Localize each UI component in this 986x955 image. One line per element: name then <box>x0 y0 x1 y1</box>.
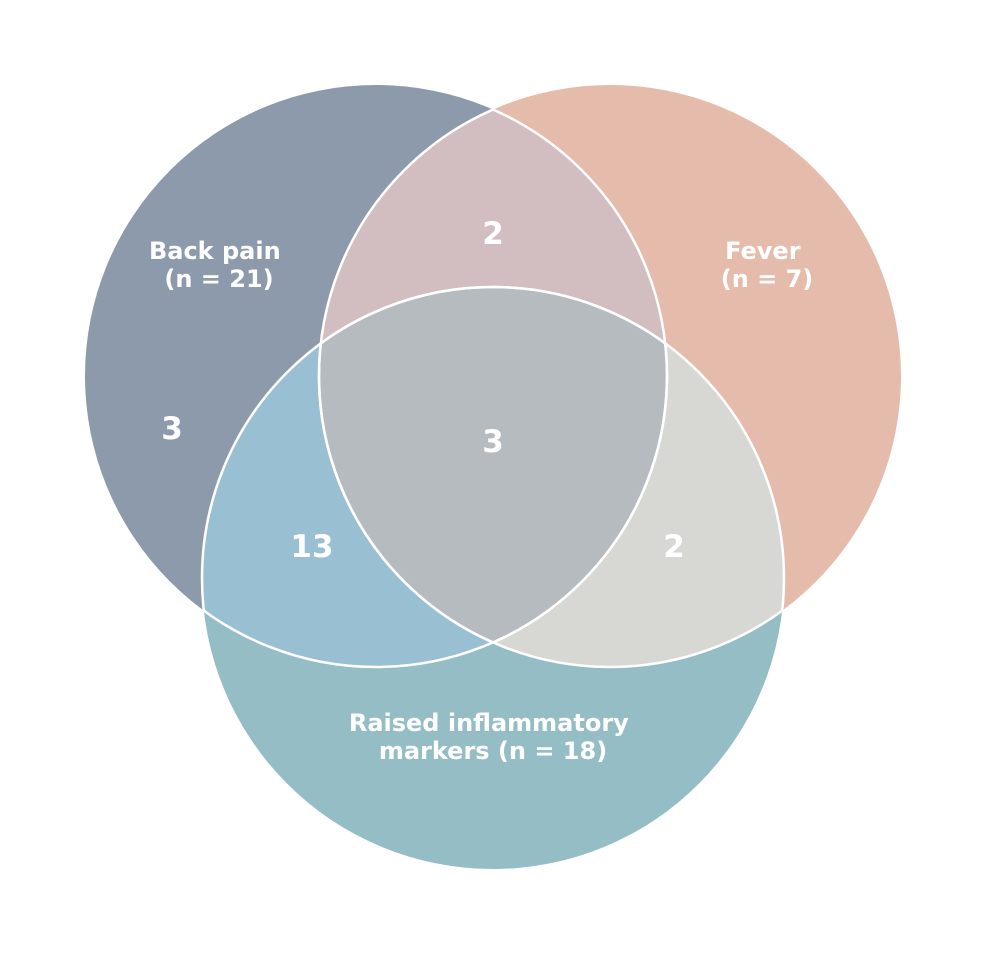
fever-label-line2: (n = 7) <box>721 265 814 293</box>
markers-label-line1: Raised inflammatory <box>349 709 629 737</box>
markers-outline-right <box>319 285 786 667</box>
fever-label-line1: Fever <box>725 237 801 265</box>
back-pain-fever-count: 2 <box>482 216 504 252</box>
back-pain-only-count: 3 <box>161 411 183 447</box>
markers-label-line2: markers (n = 18) <box>379 737 607 765</box>
back-pain-label: Back pain (n = 21) <box>149 237 289 293</box>
fever-label: Fever (n = 7) <box>721 237 814 293</box>
all-three-overlap <box>319 287 667 667</box>
fever-outline-lower <box>317 287 784 669</box>
back-pain-label-line1: Back pain <box>149 237 281 265</box>
back-pain-label-line2: (n = 21) <box>164 265 273 293</box>
raised-inflammatory-markers-label: Raised inflammatory markers (n = 18) <box>349 709 637 765</box>
back-pain-markers-count: 13 <box>290 529 333 565</box>
back-pain-outline-lower <box>202 287 669 669</box>
fever-markers-count: 2 <box>663 529 685 565</box>
all-three-count: 3 <box>482 424 504 460</box>
